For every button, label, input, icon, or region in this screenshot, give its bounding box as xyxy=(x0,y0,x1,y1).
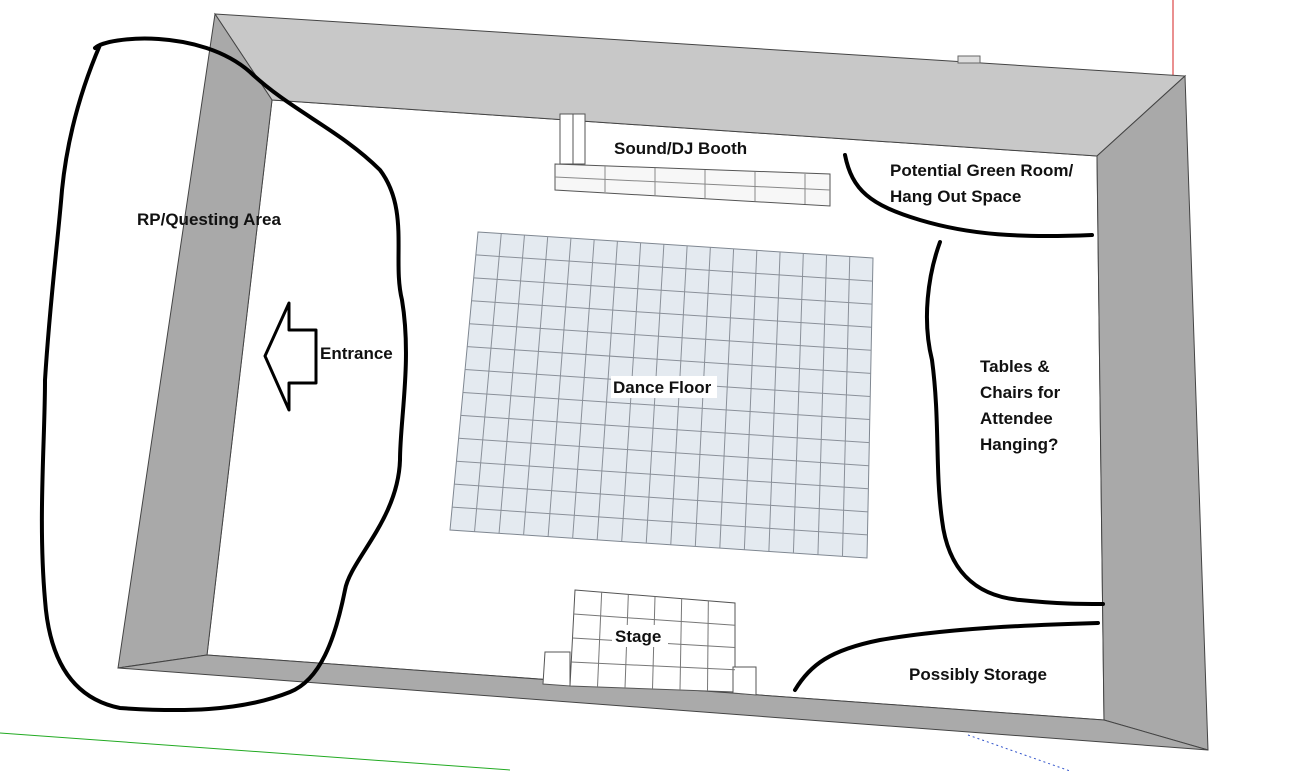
dance-floor-grid-line xyxy=(596,241,618,540)
storage-boundary xyxy=(793,621,1100,692)
dance-floor-grid-line xyxy=(841,256,851,557)
stage-label: Stage xyxy=(615,627,661,646)
dance-floor-grid-line xyxy=(523,236,549,535)
dance-floor-grid-line xyxy=(471,300,872,328)
dance-floor-grid-line xyxy=(456,460,869,490)
dance-floor-grid-line xyxy=(475,254,873,282)
tables-label-line2: Chairs for xyxy=(980,383,1061,402)
left-arrow-icon xyxy=(263,301,318,412)
dance-floor-grid-line xyxy=(458,437,869,467)
dance-floor-grid-line xyxy=(473,277,873,305)
dj-booth xyxy=(554,113,831,207)
tables-label-line3: Attendee xyxy=(980,409,1053,428)
stage-panel-line xyxy=(571,661,736,671)
sound-booth-label: Sound/DJ Booth xyxy=(614,139,747,158)
dance-floor-grid-line xyxy=(452,506,868,536)
dance-floor-grid-line xyxy=(469,323,872,351)
dance-floor-label-bg xyxy=(611,376,717,398)
entrance-label: Entrance xyxy=(320,344,393,363)
wall-top-fixture xyxy=(957,55,981,64)
dance-floor-grid-line xyxy=(498,235,525,534)
dance-floor-grid-line xyxy=(467,346,871,374)
dance-floor-grid-line xyxy=(547,238,572,537)
wall-bottom xyxy=(117,654,1209,751)
dance-floor-grid-line xyxy=(474,233,502,532)
green-room-label-line1: Potential Green Room/ xyxy=(890,161,1074,180)
dance-floor-grid-line xyxy=(719,248,735,549)
dance-floor-grid-line xyxy=(460,414,870,444)
green-axis-line xyxy=(0,732,511,771)
dance-floor-grid-line xyxy=(768,251,781,552)
dance-floor-grid-line xyxy=(792,253,804,554)
rp-area-label: RP/Questing Area xyxy=(137,210,281,229)
dance-floor-grid-line xyxy=(462,391,870,421)
green-room-boundary xyxy=(843,153,1094,239)
dance-floor-grid-line xyxy=(454,483,868,513)
tables-area-boundary xyxy=(924,240,1105,606)
wall-right xyxy=(1096,74,1209,751)
storage-label: Possibly Storage xyxy=(909,665,1047,684)
dance-floor-grid-line xyxy=(572,239,595,539)
rp-area-outline xyxy=(39,36,408,713)
stage-panel-line xyxy=(573,613,736,626)
stage-label-bg xyxy=(612,625,668,647)
dance-floor-grid-line xyxy=(743,250,758,550)
blue-axis-line xyxy=(967,734,1071,771)
green-room-label-line2: Hang Out Space xyxy=(890,187,1021,206)
dance-floor-label: Dance Floor xyxy=(613,378,712,397)
tables-label-line1: Tables & xyxy=(980,357,1050,376)
tables-label-line4: Hanging? xyxy=(980,435,1058,454)
dance-floor-grid-line xyxy=(817,254,828,555)
